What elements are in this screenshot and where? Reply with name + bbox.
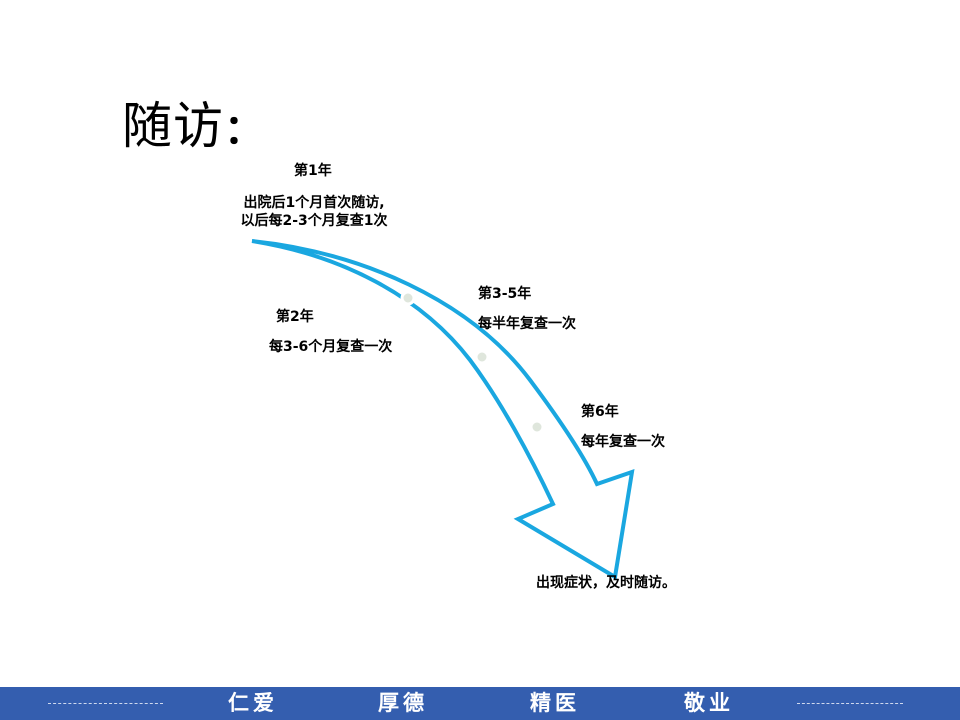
footer-dash-right [797, 703, 903, 704]
year3-5-desc: 每半年复查一次 [478, 316, 576, 332]
year6-label: 第6年 [581, 404, 619, 420]
year1-desc-line1: 出院后1个月首次随访, [243, 195, 385, 211]
year2-desc: 每3-6个月复查一次 [269, 339, 393, 355]
footer-word-3: 精医 [530, 690, 580, 715]
year1-desc-line2: 以后每2-3个月复查1次 [240, 213, 388, 229]
year2-label: 第2年 [276, 309, 314, 325]
slide-title: 随访： [122, 96, 265, 160]
title-colon: ： [224, 107, 265, 153]
footer-word-4: 敬业 [684, 690, 734, 715]
footer-word-1: 仁爱 [228, 690, 278, 715]
slide-title-text: 随访 [122, 97, 224, 155]
year1-label: 第1年 [294, 163, 332, 179]
arrow-end-text: 出现症状，及时随访。 [536, 575, 676, 591]
footer-dash-left [48, 703, 163, 704]
timeline-dots [400, 290, 545, 435]
footer-bar: 仁爱 厚德 精医 敬业 [0, 687, 960, 720]
year1-desc: 出院后1个月首次随访, 以后每2-3个月复查1次 [214, 194, 414, 230]
footer-word-2: 厚德 [378, 690, 428, 715]
year3-5-label: 第3-5年 [478, 286, 532, 302]
year6-desc: 每年复查一次 [581, 434, 665, 450]
